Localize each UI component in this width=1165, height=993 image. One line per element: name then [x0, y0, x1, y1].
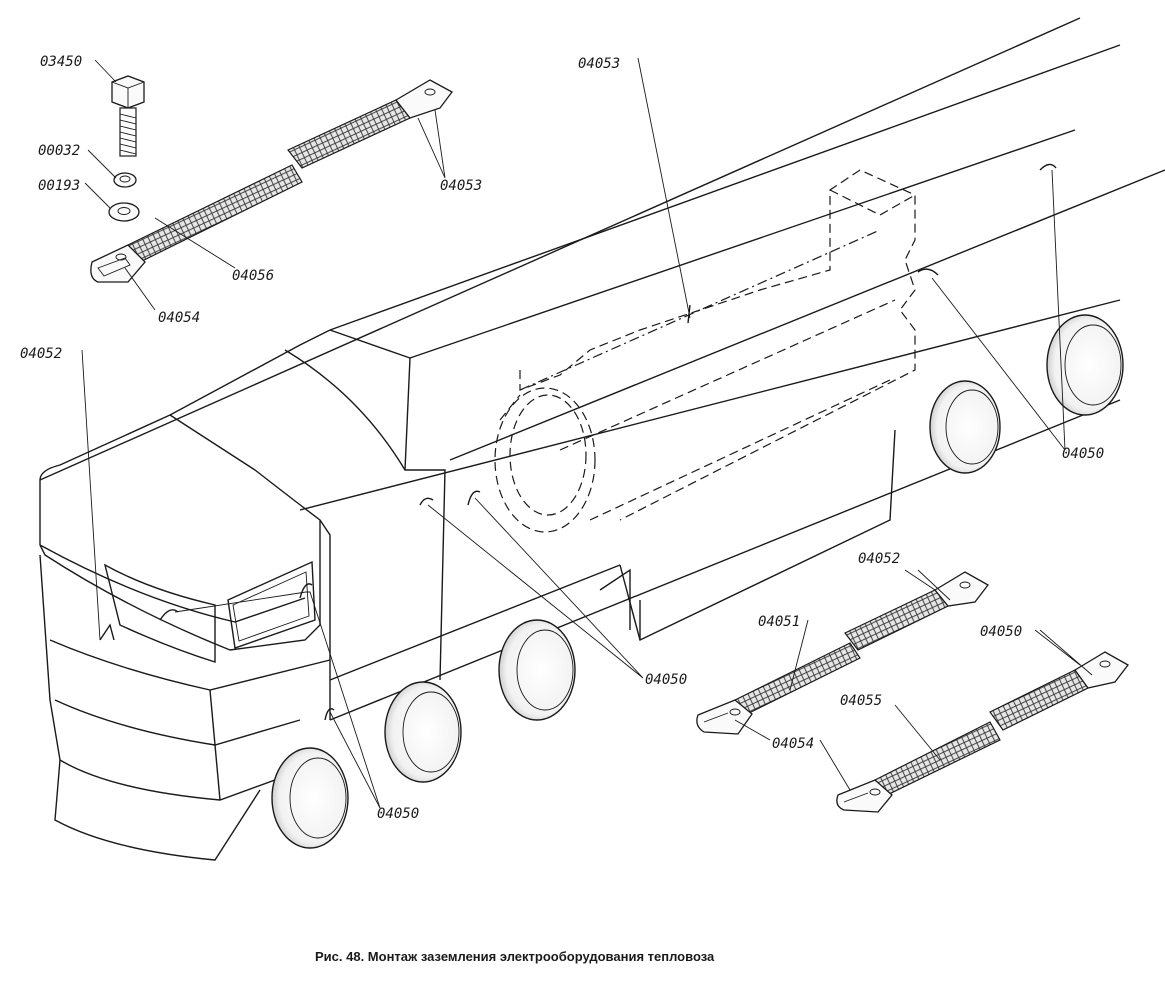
- label-lead-top: 04053: [578, 56, 620, 72]
- label-kit-04051: 04051: [758, 614, 800, 630]
- label-bolt: 03450: [40, 54, 82, 70]
- label-clip-front: 04050: [377, 806, 419, 822]
- diesel-engine-outline: [494, 169, 916, 533]
- clip: [99, 623, 115, 641]
- wheel: [384, 681, 462, 783]
- bogie-wheels: [271, 314, 1124, 849]
- bolt-icon: [111, 75, 145, 157]
- label-kit-04054: 04054: [772, 736, 814, 752]
- clip: [917, 268, 939, 276]
- wheel: [1046, 314, 1124, 416]
- clip: [1039, 163, 1057, 171]
- ground-strap-long: [90, 164, 303, 283]
- wheel: [929, 380, 1001, 474]
- label-flat-washer: 00193: [38, 178, 80, 194]
- lock-washer-icon: [113, 172, 137, 188]
- label-strap-lug: 04054: [158, 310, 200, 326]
- wheel: [271, 747, 349, 849]
- strap-kit: [696, 571, 1129, 813]
- label-lead-left: 04052: [20, 346, 62, 362]
- clip: [419, 497, 434, 506]
- label-clip-mid: 04050: [645, 672, 687, 688]
- clip: [299, 583, 313, 599]
- strap-04055: [836, 721, 1001, 813]
- label-kit-04050: 04050: [980, 624, 1022, 640]
- part-labels: 03450 00032 00193 04056 04054 04053 0405…: [20, 54, 1104, 822]
- label-strap-main: 04056: [232, 268, 274, 284]
- bolt-assembly: [90, 75, 453, 283]
- leader-lines: [81, 57, 1093, 809]
- wheel: [498, 619, 576, 721]
- label-kit-04052: 04052: [858, 551, 900, 567]
- ground-strap-short: [287, 79, 453, 169]
- clip: [324, 708, 335, 721]
- label-lock-washer: 00032: [38, 143, 80, 159]
- clip: [159, 609, 179, 621]
- strap-04052: [844, 571, 989, 651]
- clip: [467, 490, 481, 506]
- figure-caption: Рис. 48. Монтаж заземления электрооборуд…: [315, 949, 715, 964]
- strap-04051: [696, 642, 861, 735]
- label-kit-04055: 04055: [840, 693, 882, 709]
- strap-04050: [989, 651, 1129, 731]
- label-strap-pair: 04053: [440, 178, 482, 194]
- label-clip-right: 04050: [1062, 446, 1104, 462]
- flat-washer-icon: [108, 202, 140, 222]
